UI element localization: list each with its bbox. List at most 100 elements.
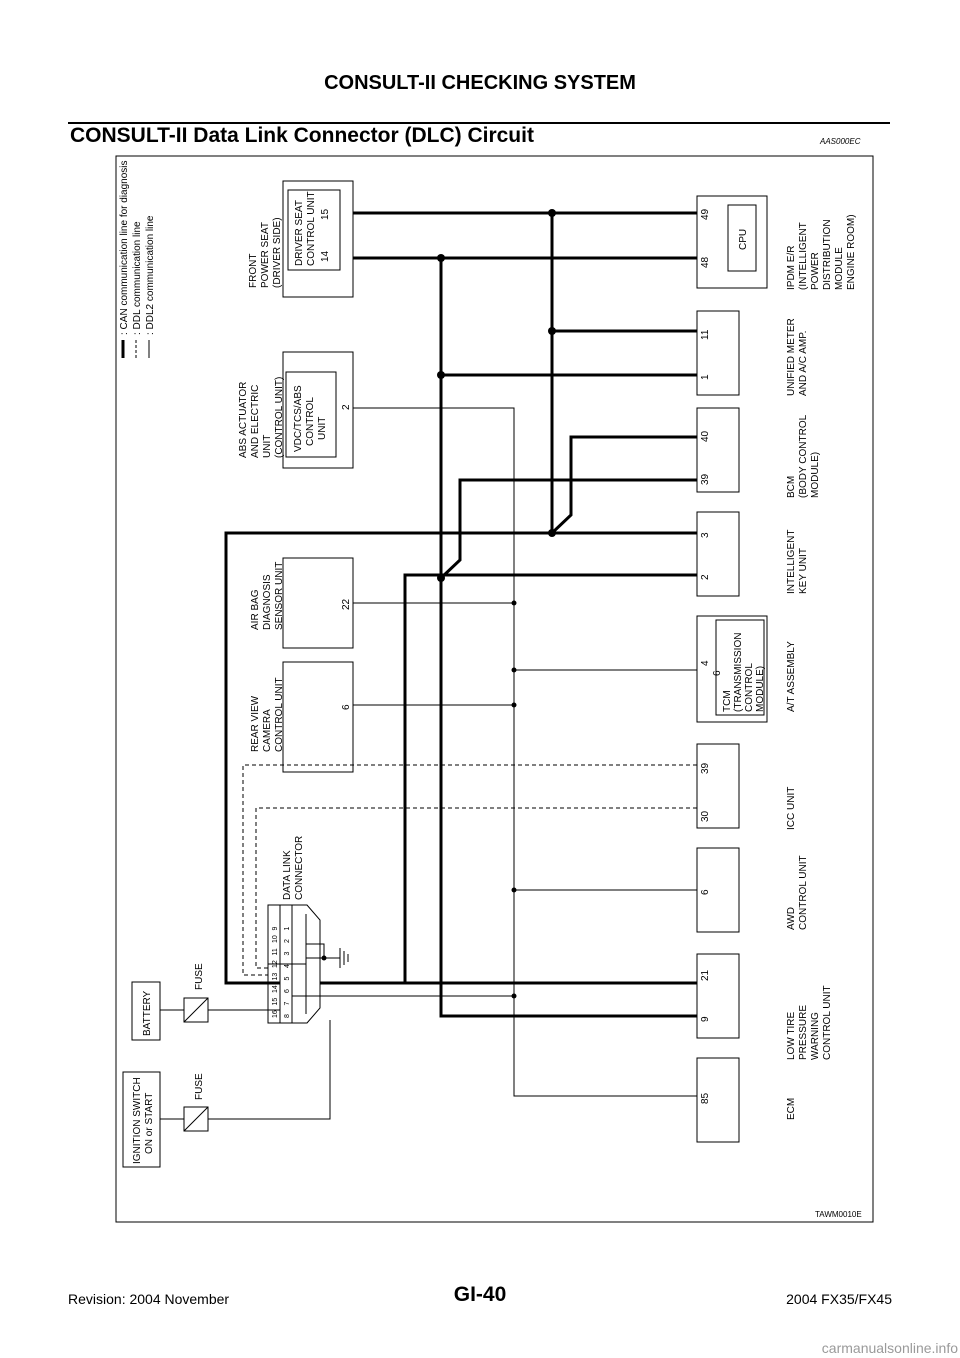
ground-symbol (306, 943, 349, 968)
dlc-pin-2: 2 (284, 939, 291, 943)
low-tire-label-1: LOW TIRE (786, 1012, 797, 1060)
diagram-frame (115, 155, 874, 1223)
driver-seat-pin-15: 15 (320, 208, 331, 220)
rear-view-camera-label-2: CAMERA (262, 709, 273, 752)
unified-meter-unit: 1 11 UNIFIED METER AND A/C AMP. (696, 310, 809, 396)
dlc-pin-9: 9 (272, 927, 279, 931)
bcm-pin-39: 39 (700, 473, 711, 485)
legend-ddl-text: : DDL communication line (132, 221, 143, 335)
tcm-inner-3: CONTROL (744, 663, 755, 712)
ipdm-label-3: POWER (810, 252, 821, 290)
figure-code: TAWM0010E (815, 1210, 862, 1219)
abs-label-2: AND ELECTRIC (250, 385, 261, 458)
cpu-box (727, 204, 757, 272)
legend-ddl2-text: : DDL2 communication line (145, 215, 156, 335)
dlc-pin-10: 10 (272, 935, 279, 943)
dlc-pin-16: 16 (272, 1010, 279, 1018)
driver-seat-pin-14: 14 (320, 250, 331, 262)
fuse-battery-label: FUSE (194, 963, 205, 990)
air-bag-label-3: SENSOR UNIT (274, 562, 285, 630)
low-tire-pin-21: 21 (700, 969, 711, 981)
front-power-seat-unit: FRONT POWER SEAT (DRIVER SIDE) DRIVER SE… (248, 180, 354, 298)
at-pin-6: 6 (712, 670, 723, 676)
bcm-pin-40: 40 (700, 430, 711, 442)
air-bag-label-1: AIR BAG (250, 589, 261, 630)
low-tire-pin-9: 9 (700, 1016, 711, 1022)
dlc-pin-5: 5 (284, 977, 291, 981)
awd-label-2: CONTROL UNIT (798, 855, 809, 930)
rear-view-camera-label-1: REAR VIEW (250, 695, 261, 752)
power-seat-label-3: (DRIVER SIDE) (272, 217, 283, 288)
dlc-label-1: DATA LINK (282, 850, 293, 900)
power-wire-ign-b (208, 1020, 331, 1120)
air-bag-label-2: DIAGNOSIS (262, 574, 273, 630)
page-number: GI-40 (453, 1283, 507, 1306)
ipdm-label-1: IPDM E/R (786, 246, 797, 290)
can-wire-a (224, 531, 697, 985)
ipdm-label-2: (INTELLIGENT (798, 222, 809, 290)
awd-pin-6: 6 (700, 889, 711, 895)
ignition-switch-label-1: IGNITION SWITCH (132, 1077, 143, 1164)
ipdm-unit: CPU 48 49 IPDM E/R (INTELLIGENT POWER DI… (696, 195, 857, 290)
abs-unit: ABS ACTUATOR AND ELECTRIC UNIT (CONTROL … (238, 351, 354, 469)
dlc-pin-4: 4 (284, 964, 291, 968)
power-seat-label-1: FRONT (248, 254, 259, 288)
ipdm-pin-49: 49 (700, 208, 711, 220)
driver-seat-inner-1: DRIVER SEAT (294, 200, 305, 266)
awd-unit: 6 AWD CONTROL UNIT (696, 847, 809, 933)
can-wire-b (320, 573, 697, 985)
intelligent-key-unit: 2 3 INTELLIGENT KEY UNIT (696, 511, 809, 597)
model-text: 2004 FX35/FX45 (786, 1291, 892, 1307)
dlc-pin-1: 1 (284, 927, 291, 931)
abs-label-4: (CONTROL UNIT) (274, 377, 285, 458)
can-wire-h-trunk (439, 258, 697, 1018)
legend-can-text: : CAN communication line for diagnosis (119, 160, 130, 335)
section-code: AAS000EC (820, 137, 861, 146)
abs-label-3: UNIT (262, 435, 273, 458)
icc-unit: 30 39 ICC UNIT (696, 743, 797, 830)
air-bag-unit: AIR BAG DIAGNOSIS SENSOR UNIT 22 (250, 557, 354, 649)
tcm-inner-4: MODULE) (755, 666, 766, 712)
at-pin-4: 4 (700, 660, 711, 666)
dlc-pin-3: 3 (284, 952, 291, 956)
revision-text: Revision: 2004 November (68, 1291, 230, 1307)
ipdm-label-5: MODULE (834, 247, 845, 290)
meter-pin-11: 11 (700, 329, 711, 340)
abs-inner-2: CONTROL (305, 397, 316, 446)
cpu-label: CPU (738, 229, 749, 250)
page-header-title: CONSULT-II CHECKING SYSTEM (324, 72, 636, 94)
meter-label-2: AND A/C AMP. (798, 331, 809, 396)
icc-pin-30: 30 (700, 810, 711, 822)
ddl2-wires (242, 764, 697, 976)
ipdm-pin-48: 48 (700, 256, 711, 268)
can-wire-bcm-40 (550, 435, 697, 535)
dlc-pin-11: 11 (272, 948, 279, 955)
fuse-ignition-label: FUSE (194, 1073, 205, 1100)
ddl2-wire-icc-30 (255, 807, 697, 969)
abs-inner-box (285, 371, 337, 458)
ddl-wire-ecm (513, 996, 697, 1097)
driver-seat-inner-2: CONTROL UNIT (306, 191, 317, 266)
abs-pin: 2 (341, 404, 352, 410)
rear-view-camera-unit: REAR VIEW CAMERA CONTROL UNIT 6 (250, 661, 354, 773)
battery: BATTERY (131, 981, 161, 1041)
ecm-unit: 85 ECM (696, 1057, 797, 1143)
air-bag-pin: 22 (341, 598, 352, 610)
ddl2-wire-icc-39 (242, 764, 697, 976)
dlc-pin-12: 12 (272, 960, 279, 968)
abs-inner-1: VDC/TCS/ABS (293, 385, 304, 452)
ignition-switch-label-2: ON or START (144, 1093, 155, 1154)
abs-inner-3: UNIT (317, 417, 328, 440)
dlc-pin-14: 14 (272, 985, 279, 993)
junction-dots (437, 209, 556, 999)
bcm-label-1: BCM (786, 476, 797, 498)
rear-view-camera-label-3: CONTROL UNIT (274, 677, 285, 752)
tcm-inner-2: (TRANSMISSION (733, 633, 744, 712)
meter-label-1: UNIFIED METER (786, 318, 797, 396)
ikey-pin-2: 2 (700, 574, 711, 580)
power-seat-label-2: POWER SEAT (260, 222, 271, 288)
low-tire-label-3: WARNING (810, 1012, 821, 1060)
dlc-pin-7: 7 (284, 1002, 291, 1006)
tcm-inner-1: TCM (722, 690, 733, 712)
dlc-label-2: CONNECTOR (294, 836, 305, 900)
